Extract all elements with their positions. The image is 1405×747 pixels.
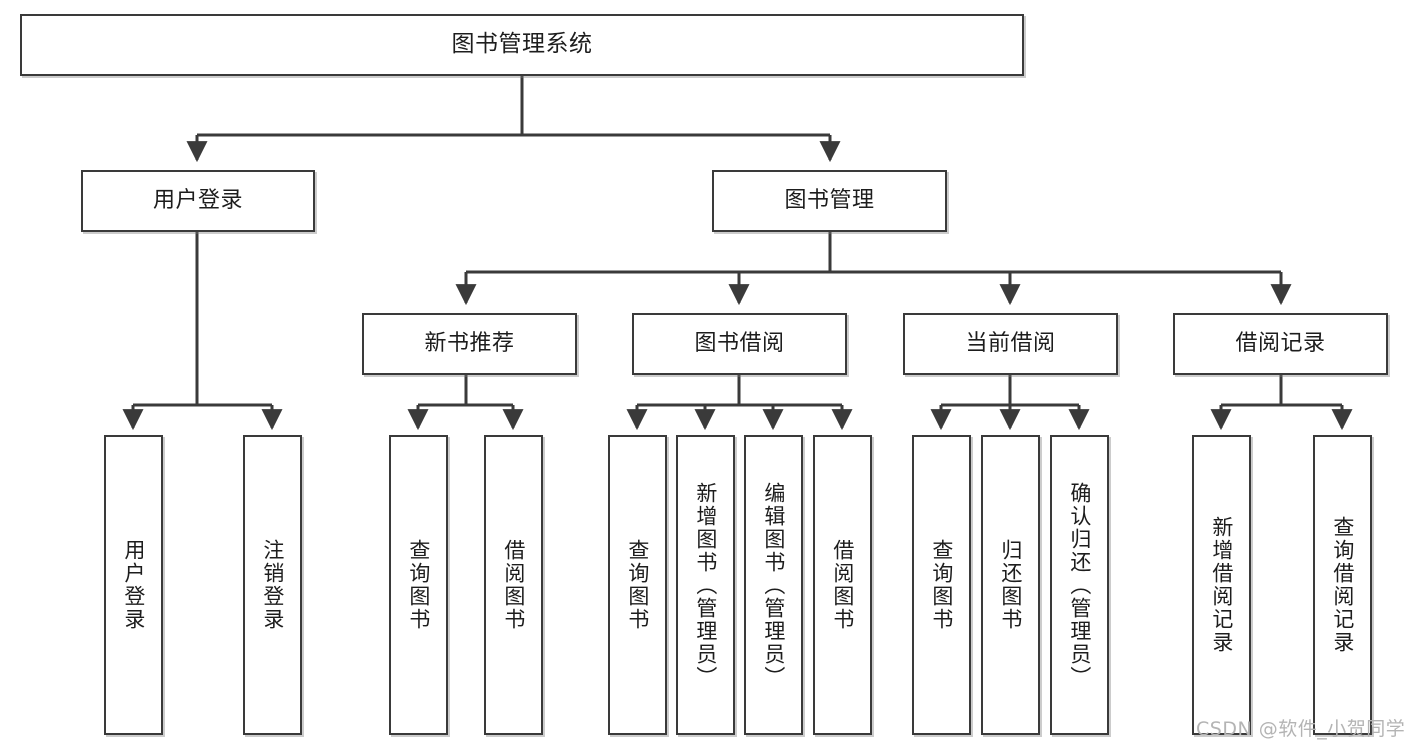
node-book-management-label: 图书管理 <box>784 188 875 214</box>
leaf-add-book-admin[interactable]: 新增图书（管理员） <box>676 435 735 735</box>
leaf-return-book-label: 归还图书 <box>998 539 1023 631</box>
node-new-book-recommend[interactable]: 新书推荐 <box>362 313 577 375</box>
node-current-borrow[interactable]: 当前借阅 <box>903 313 1118 375</box>
node-root-label: 图书管理系统 <box>451 31 593 58</box>
node-new-book-recommend-label: 新书推荐 <box>424 331 515 357</box>
leaf-borrow-book-recommend[interactable]: 借阅图书 <box>484 435 543 735</box>
leaf-query-book-borrow-label: 查询图书 <box>625 539 650 631</box>
node-book-borrow-label: 图书借阅 <box>694 331 785 357</box>
leaf-confirm-return-admin[interactable]: 确认归还（管理员） <box>1050 435 1109 735</box>
leaf-user-login[interactable]: 用户登录 <box>104 435 163 735</box>
leaf-query-book-borrow[interactable]: 查询图书 <box>608 435 667 735</box>
leaf-query-borrow-record[interactable]: 查询借阅记录 <box>1313 435 1372 735</box>
leaf-logout-label: 注销登录 <box>260 539 285 631</box>
leaf-query-borrow-record-label: 查询借阅记录 <box>1330 516 1355 654</box>
node-borrow-records[interactable]: 借阅记录 <box>1173 313 1388 375</box>
leaf-query-book-recommend-label: 查询图书 <box>406 539 431 631</box>
leaf-return-book[interactable]: 归还图书 <box>981 435 1040 735</box>
node-user-login[interactable]: 用户登录 <box>81 170 315 232</box>
leaf-add-borrow-record[interactable]: 新增借阅记录 <box>1192 435 1251 735</box>
leaf-add-book-admin-label: 新增图书（管理员） <box>693 481 718 689</box>
leaf-borrow-book[interactable]: 借阅图书 <box>813 435 872 735</box>
leaf-query-book-recommend[interactable]: 查询图书 <box>389 435 448 735</box>
node-root[interactable]: 图书管理系统 <box>20 14 1024 76</box>
leaf-borrow-book-recommend-label: 借阅图书 <box>501 539 526 631</box>
leaf-borrow-book-label: 借阅图书 <box>830 539 855 631</box>
node-book-borrow[interactable]: 图书借阅 <box>632 313 847 375</box>
leaf-user-login-label: 用户登录 <box>121 539 146 631</box>
node-user-login-label: 用户登录 <box>152 188 243 214</box>
leaf-query-book-current-label: 查询图书 <box>929 539 954 631</box>
node-book-management[interactable]: 图书管理 <box>712 170 947 232</box>
leaf-confirm-return-admin-label: 确认归还（管理员） <box>1067 481 1092 689</box>
leaf-edit-book-admin[interactable]: 编辑图书（管理员） <box>744 435 803 735</box>
leaf-edit-book-admin-label: 编辑图书（管理员） <box>761 481 786 689</box>
leaf-logout[interactable]: 注销登录 <box>243 435 302 735</box>
leaf-add-borrow-record-label: 新增借阅记录 <box>1209 516 1234 654</box>
node-current-borrow-label: 当前借阅 <box>965 331 1056 357</box>
node-borrow-records-label: 借阅记录 <box>1235 331 1326 357</box>
leaf-query-book-current[interactable]: 查询图书 <box>912 435 971 735</box>
